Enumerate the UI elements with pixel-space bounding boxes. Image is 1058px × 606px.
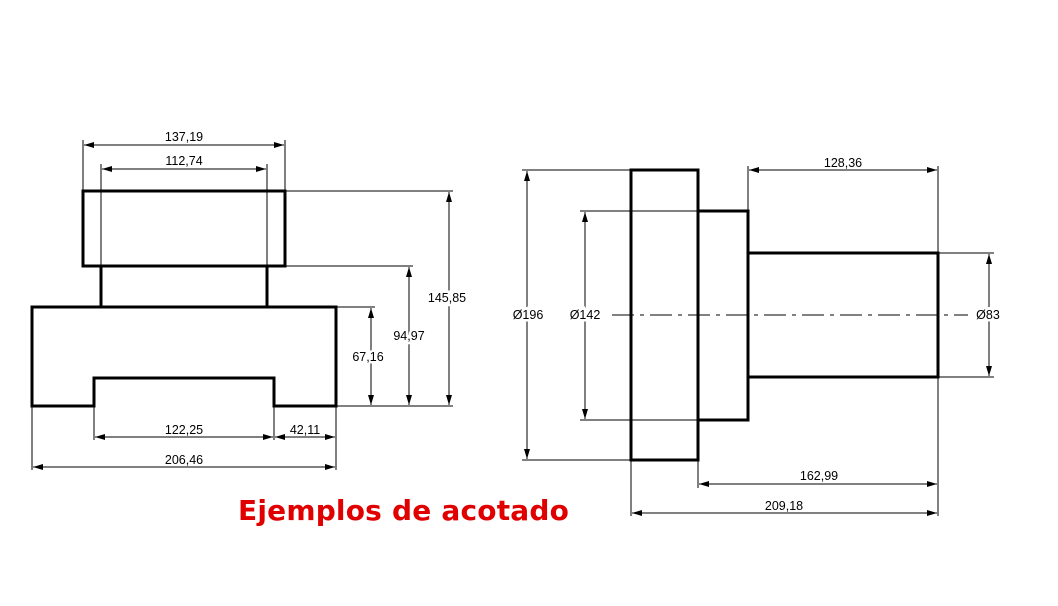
dim-text-42-11: 42,11 bbox=[290, 423, 320, 437]
dim-text-162-99: 162,99 bbox=[800, 469, 838, 483]
caption-title: Ejemplos de acotado bbox=[238, 494, 570, 527]
right-part-view: 128,36 Ø196 Ø142 Ø83 162,99 209,18 bbox=[510, 156, 1002, 516]
dim-text-137-19: 137,19 bbox=[165, 130, 203, 144]
dim-text-206-46: 206,46 bbox=[165, 453, 203, 467]
left-part-outline bbox=[30, 189, 338, 408]
dim-text-128-36: 128,36 bbox=[824, 156, 862, 170]
right-extension-lines bbox=[522, 166, 994, 516]
right-dimension-lines bbox=[524, 167, 992, 516]
dim-text-209-18: 209,18 bbox=[765, 499, 803, 513]
dim-text-145-85: 145,85 bbox=[428, 291, 466, 305]
left-dimension-lines bbox=[33, 142, 452, 470]
left-part-view: 137,19 112,74 145,85 94,97 67,16 122,25 … bbox=[30, 130, 469, 470]
left-extension-lines bbox=[31, 140, 453, 470]
dim-text-94-97: 94,97 bbox=[393, 329, 424, 343]
dim-text-112-74: 112,74 bbox=[165, 154, 202, 168]
dim-text-122-25: 122,25 bbox=[165, 423, 203, 437]
dim-text-d196: Ø196 bbox=[513, 308, 544, 322]
dim-text-d83: Ø83 bbox=[976, 308, 1000, 322]
dim-text-d142: Ø142 bbox=[570, 308, 601, 322]
dim-text-67-16: 67,16 bbox=[352, 350, 383, 364]
